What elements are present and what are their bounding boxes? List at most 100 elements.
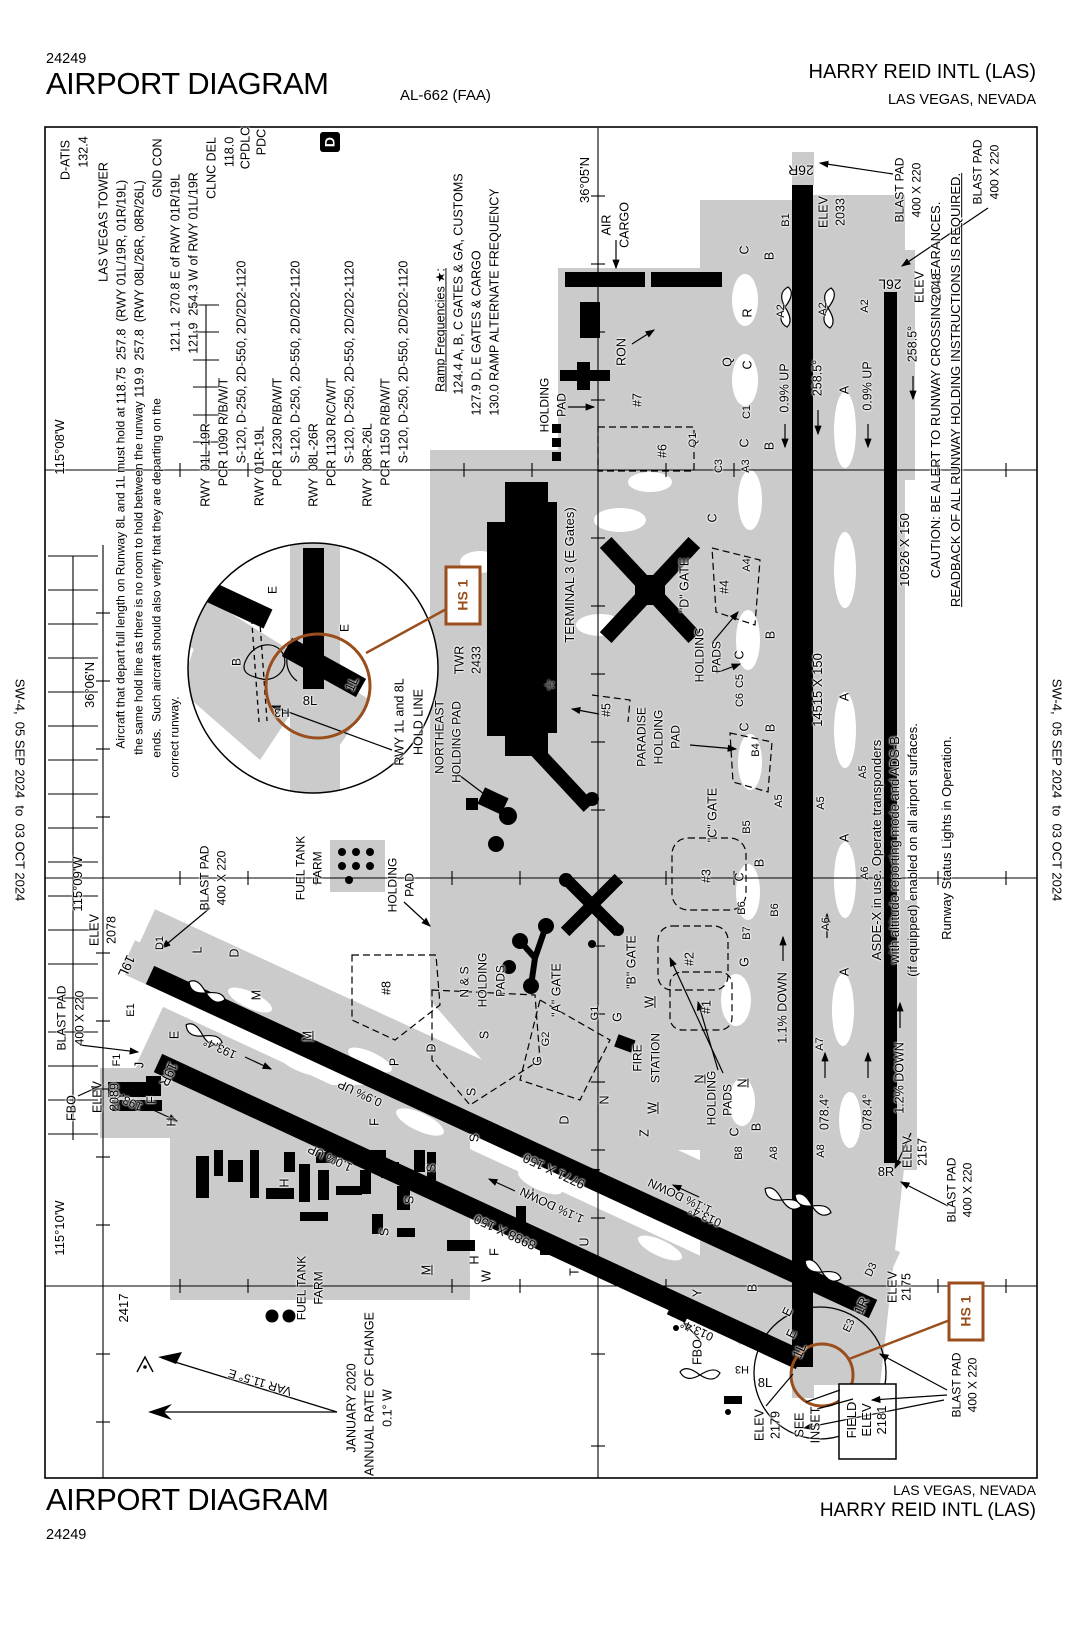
magnetic-north-arrow xyxy=(158,1352,182,1364)
twy-d1: D1 xyxy=(154,935,167,951)
ns-pads-2: HOLDING xyxy=(475,952,490,1008)
rate-value: 0.1° W xyxy=(380,1389,395,1427)
ron-label: RON xyxy=(614,338,629,366)
pad-4: #4 xyxy=(717,580,732,594)
see-inset-2: INSET xyxy=(808,1406,823,1444)
notam-d-glyph: D xyxy=(321,136,338,148)
inset-twy-e: E xyxy=(265,585,280,595)
gnd-con-label: GND CON xyxy=(150,138,165,198)
twy-f: F xyxy=(367,1118,382,1126)
twy-s: S xyxy=(424,1163,439,1173)
blast-19l-1: BLAST PAD xyxy=(197,845,212,911)
footer-title: AIRPORT DIAGRAM xyxy=(46,1482,329,1517)
rwy-08l26r: RWY 08L-26R xyxy=(306,423,321,507)
twy-a6: A6 xyxy=(859,866,872,880)
inset-rwy-8l: 8L xyxy=(302,693,318,709)
twy-b: B xyxy=(762,251,777,261)
hotspot-marks xyxy=(264,565,985,1408)
rwy-08l26r-strength: S-120, D-250, 2D-550, 2D/2D2-1120 xyxy=(342,260,357,464)
twy-c: C xyxy=(727,1127,742,1137)
grad-09up-2: 0.9% UP xyxy=(860,361,875,411)
grad-09up-diag: 0.9% UP xyxy=(335,1076,385,1110)
d-atis-label: D-ATIS xyxy=(58,139,73,181)
c-gate-building xyxy=(518,732,594,812)
lon-115-10: 115°10'W xyxy=(52,1200,68,1256)
elev-2179-2: 2179 xyxy=(768,1411,783,1439)
twy-a: A xyxy=(837,833,852,843)
rwy-01l19r-strength: S-120, D-250, 2D-550, 2D/2D2-1120 xyxy=(234,260,249,464)
twy-c3: C3 xyxy=(713,458,726,474)
margin-date-left: SW-4, 05 SEP 2024 to 03 OCT 2024 xyxy=(12,678,28,902)
dim-9771: 9771 X 150 xyxy=(520,1150,588,1193)
s-holding-2: PADS xyxy=(720,1084,735,1116)
twy-s: S xyxy=(467,1133,482,1143)
d-holding-2: PADS xyxy=(709,641,724,673)
tower-freq-2: 119.9 257.8 (RWY 08L/26R, 08R/26L) xyxy=(132,180,147,398)
d-atis-freq: 132.4 xyxy=(76,136,91,168)
elev-2157-1: ELEV xyxy=(900,1136,915,1168)
elev-2179-1: ELEV xyxy=(752,1409,767,1441)
tower-freq-1: 118.75 257.8 (RWY 01L/19R, 01R/19L) xyxy=(114,179,129,405)
twy-b7: B7 xyxy=(741,926,754,940)
fire-station-building xyxy=(614,1034,636,1053)
twy-b: B xyxy=(762,441,777,451)
clnc-del-label: CLNC DEL xyxy=(204,137,219,199)
twy-c: C xyxy=(732,872,747,882)
hotspot-area-circle xyxy=(753,1306,887,1440)
blast-8l-2: 400 X 220 xyxy=(965,1357,980,1413)
lat-36-05: 36°05'N xyxy=(577,157,593,203)
crs-1934-1: 193.4° xyxy=(201,1034,239,1062)
hotspot-hs1-se: HS 1 xyxy=(957,1295,974,1327)
graticule xyxy=(45,128,1037,1478)
elev-2157-2: 2157 xyxy=(915,1138,930,1166)
fire-station-2: STATION xyxy=(648,1032,663,1084)
rwy-end-8l: 8L xyxy=(757,1375,773,1391)
caution-note-1: CAUTION: BE ALERT TO RUNWAY CROSSING CLE… xyxy=(928,201,944,579)
twy-p: P xyxy=(387,1057,402,1067)
holding-pad-n2: PAD xyxy=(554,393,569,417)
grad-11down-vert: 1.1% DOWN xyxy=(775,972,790,1044)
pad-3: #3 xyxy=(699,869,714,883)
twy-d: D xyxy=(227,948,242,958)
runway-01l-19r xyxy=(153,1053,805,1370)
fbo-se: FBO xyxy=(690,1339,705,1365)
dim-14515: 14515 X 150 xyxy=(810,653,826,727)
hold-note-3: ends. Such aircraft should also verify t… xyxy=(149,398,164,758)
asdex-note-3: (if equipped) enabled on all airport sur… xyxy=(905,723,921,977)
rwy-01l19r-pcr: PCR 1090 R/B/W/T xyxy=(216,377,231,487)
blast-19l-2: 400 X 220 xyxy=(214,850,229,906)
twy-a2: A2 xyxy=(859,299,872,313)
twy-c: C xyxy=(737,722,752,732)
twy-s: S xyxy=(464,1087,479,1097)
twr-elev: 2433 xyxy=(469,646,484,674)
annual-rate: ANNUAL RATE OF CHANGE xyxy=(362,1312,377,1476)
b-gate: "B" GATE xyxy=(624,935,639,989)
inset-rwy-1l: 1L xyxy=(341,674,362,694)
field-elev-2: ELEV xyxy=(859,1403,875,1437)
elev-2175-2: 2175 xyxy=(899,1273,914,1301)
crs-0784-2: 078.4° xyxy=(860,1093,875,1131)
grad-12down: 1.2% DOWN xyxy=(892,1042,907,1114)
hold-note-1: Aircraft that depart full length on Runw… xyxy=(113,407,128,749)
ns-pads-3: PADS xyxy=(493,965,508,997)
twy-l: L xyxy=(190,946,205,954)
twy-g: G xyxy=(530,1056,545,1066)
obstacle-icon xyxy=(136,1355,154,1373)
see-inset-1: SEE xyxy=(792,1412,807,1438)
s-holding-1: HOLDING xyxy=(704,1070,719,1126)
pad-5: #5 xyxy=(599,703,614,717)
airport-name-bottom: HARRY REID INTL (LAS) xyxy=(819,1500,1036,1521)
twy-z: Z xyxy=(637,1129,652,1137)
crs-0784-1: 078.4° xyxy=(817,1093,832,1131)
fuel-farm-n-1: FUEL TANK xyxy=(293,835,308,901)
twy-q: Q xyxy=(720,357,735,367)
rwy-08r26l-pcr: PCR 1150 R/B/W/T xyxy=(378,378,393,486)
twy-g: G xyxy=(737,957,752,967)
twy-c1: C1 xyxy=(741,404,754,420)
ramp-freq-3: 130.0 RAMP ALTERNATE FREQUENCY xyxy=(487,188,502,416)
twy-b5: B5 xyxy=(741,820,754,834)
twy-a5: A5 xyxy=(815,796,828,810)
rwy-01r19l-strength: S-120, D-250, 2D-550, 2D/2D2-1120 xyxy=(288,260,303,464)
airport-name-top: HARRY REID INTL (LAS) xyxy=(808,61,1036,83)
